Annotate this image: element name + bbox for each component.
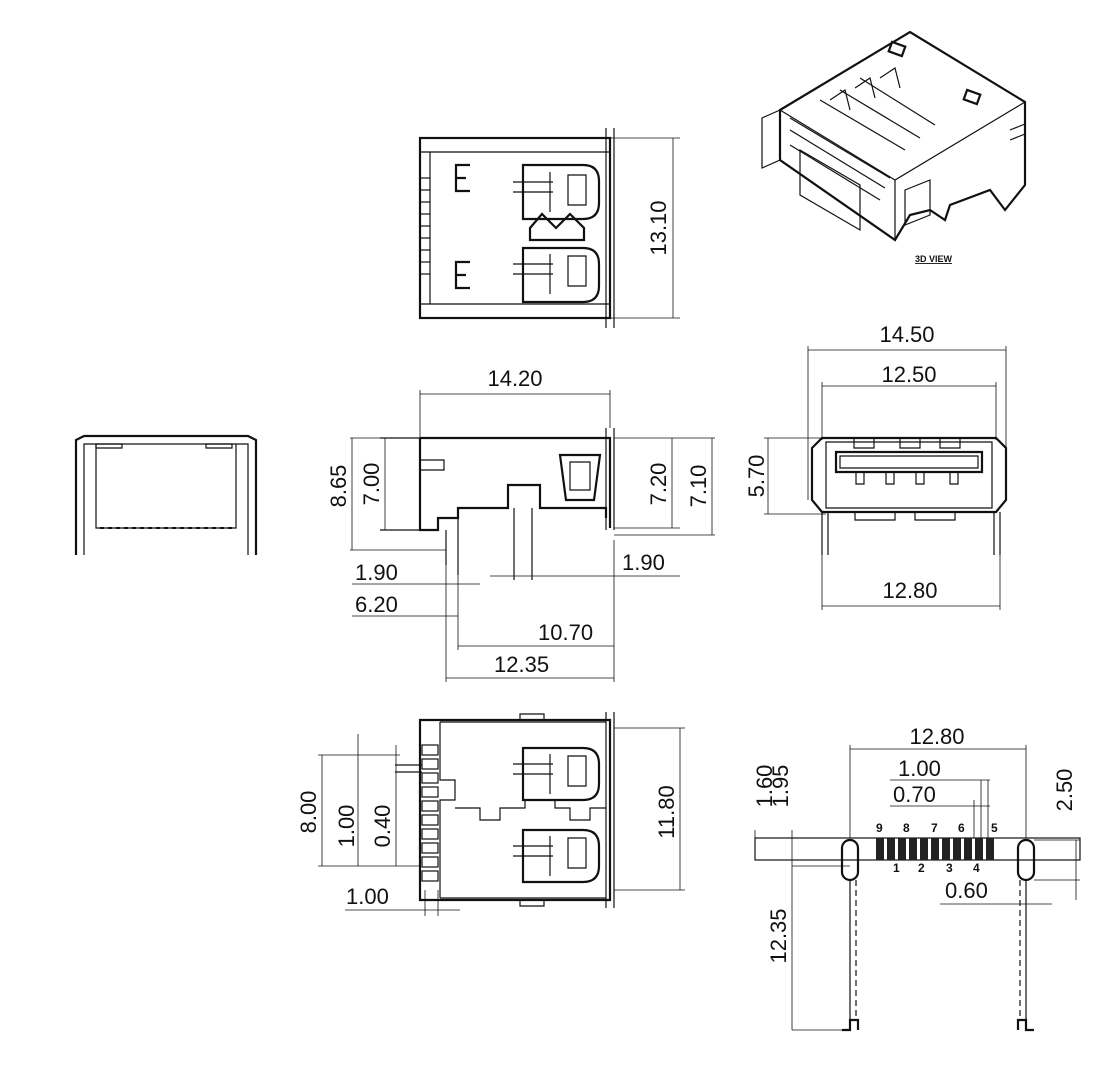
dim-front-w2: 12.50 [881,362,936,387]
dim-fp-v4: 0.60 [945,878,988,903]
dim-side-b2: 1.90 [622,550,665,575]
dim-side-h1: 8.65 [326,465,351,508]
pin-label-bottom-1: 1 [893,861,900,875]
dim-bottom-h3: 0.40 [370,805,395,848]
pin-label-top-5: 5 [991,821,998,835]
side-view: 14.20 8.65 7.00 7.20 7.10 1.90 1.90 6.20… [326,366,715,682]
iso-caption: 3D VIEW [915,254,953,264]
pin-label-bottom-2: 2 [918,861,925,875]
pin-label-top-7: 7 [931,821,938,835]
dim-side-b3: 6.20 [355,592,398,617]
dim-bottom-h2: 1.00 [334,805,359,848]
bottom-view: 8.00 1.00 0.40 11.80 1.00 [296,712,685,916]
dim-front-w1: 14.50 [879,322,934,347]
dim-fp-v2: 1.95 [768,765,793,808]
dim-fp-v5: 12.35 [766,908,791,963]
pin-label-bottom-3: 3 [946,861,953,875]
dim-side-b1: 1.90 [355,560,398,585]
dim-side-h3: 7.20 [646,463,671,506]
end-view [74,434,258,555]
dim-side-width: 14.20 [487,366,542,391]
dim-front-h: 5.70 [744,455,769,498]
dim-side-b5: 12.35 [494,652,549,677]
footprint: 9 8 7 6 5 1 2 3 4 12.80 1.00 0.70 1.60 1… [752,724,1081,1032]
dim-bottom-w1: 1.00 [346,884,389,909]
dim-side-b4: 10.70 [538,620,593,645]
pin-label-top-8: 8 [903,821,910,835]
iso-view: 3D VIEW [761,30,1027,264]
dim-fp-pitch1: 1.00 [898,756,941,781]
dim-fp-pitch2: 0.70 [893,782,936,807]
dim-side-h2: 7.00 [359,463,384,506]
front-view: 14.50 12.50 5.70 12.80 [744,322,1008,610]
dim-fp-v3: 2.50 [1052,769,1077,812]
dim-fp-width: 12.80 [909,724,964,749]
top-view: 13.10 [418,128,680,328]
dim-bottom-h1: 8.00 [296,791,321,834]
dim-top-height: 13.10 [646,200,671,255]
pin-label-top-6: 6 [958,821,965,835]
pin-label-bottom-4: 4 [973,861,980,875]
pin-label-top-9: 9 [876,821,883,835]
dim-side-h4: 7.10 [686,465,711,508]
dim-front-w3: 12.80 [882,578,937,603]
dim-bottom-h4: 11.80 [654,785,679,838]
dim-fp-v1: 1.60 [752,765,777,808]
